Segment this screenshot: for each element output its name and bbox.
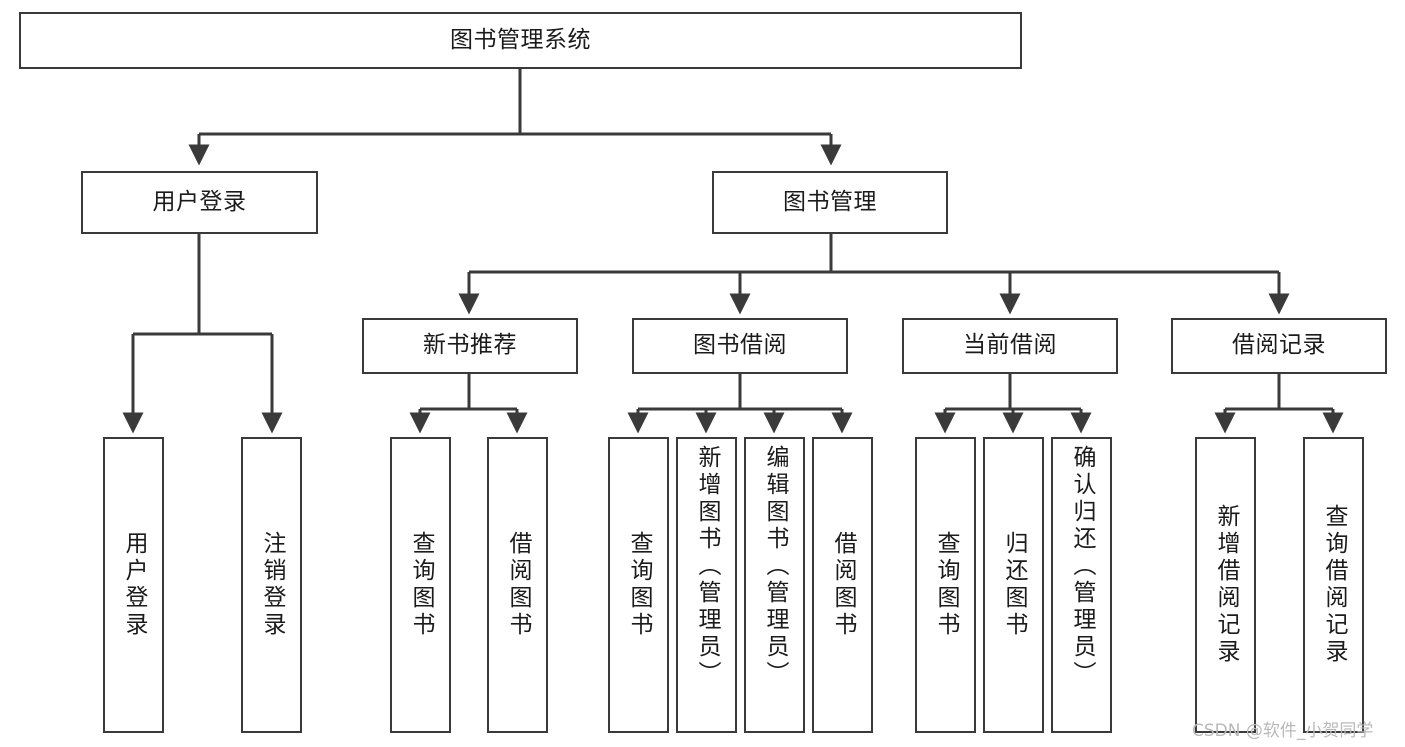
leaf-user-login[interactable]: 用户登录	[103, 437, 164, 733]
leaf-logout[interactable]: 注销登录	[241, 437, 302, 733]
node-new-book-recommend[interactable]: 新书推荐	[362, 318, 578, 374]
node-book-borrow-label: 图书借阅	[693, 332, 787, 359]
node-root-label: 图书管理系统	[450, 26, 591, 53]
leaf-query-book-3-label: 查询图书	[933, 531, 959, 639]
leaf-user-login-label: 用户登录	[121, 531, 147, 639]
leaf-logout-label: 注销登录	[259, 531, 285, 639]
leaf-query-record-label: 查询借阅记录	[1321, 504, 1347, 666]
node-current-borrow[interactable]: 当前借阅	[902, 318, 1118, 374]
node-root[interactable]: 图书管理系统	[19, 12, 1022, 69]
leaf-add-book-label: 新增图书（管理员）	[694, 445, 720, 688]
node-user-login[interactable]: 用户登录	[81, 171, 318, 234]
leaf-query-record[interactable]: 查询借阅记录	[1303, 437, 1364, 733]
leaf-borrow-book-2[interactable]: 借阅图书	[812, 437, 873, 733]
leaf-return-book-label: 归还图书	[1001, 531, 1027, 639]
node-borrow-record[interactable]: 借阅记录	[1171, 318, 1387, 374]
leaf-add-record-label: 新增借阅记录	[1213, 504, 1239, 666]
leaf-borrow-book-1-label: 借阅图书	[505, 531, 531, 639]
leaf-query-book-1[interactable]: 查询图书	[390, 437, 451, 733]
leaf-add-record[interactable]: 新增借阅记录	[1195, 437, 1256, 733]
node-borrow-record-label: 借阅记录	[1232, 332, 1326, 359]
leaf-query-book-3[interactable]: 查询图书	[915, 437, 976, 733]
node-book-management[interactable]: 图书管理	[712, 171, 948, 234]
leaf-confirm-return[interactable]: 确认归还（管理员）	[1051, 437, 1112, 733]
node-user-login-label: 用户登录	[152, 188, 247, 215]
leaf-edit-book[interactable]: 编辑图书（管理员）	[744, 437, 805, 733]
leaf-query-book-2-label: 查询图书	[626, 531, 652, 639]
csdn-watermark: CSDN @软件_小贺同学	[1192, 721, 1374, 741]
leaf-borrow-book-2-label: 借阅图书	[830, 531, 856, 639]
leaf-edit-book-label: 编辑图书（管理员）	[762, 445, 788, 688]
node-book-management-label: 图书管理	[783, 188, 877, 215]
leaf-confirm-return-label: 确认归还（管理员）	[1069, 445, 1095, 688]
leaf-query-book-1-label: 查询图书	[408, 531, 434, 639]
node-current-borrow-label: 当前借阅	[963, 332, 1057, 359]
leaf-add-book[interactable]: 新增图书（管理员）	[676, 437, 737, 733]
leaf-return-book[interactable]: 归还图书	[983, 437, 1044, 733]
node-new-book-recommend-label: 新书推荐	[423, 332, 517, 359]
leaf-borrow-book-1[interactable]: 借阅图书	[487, 437, 548, 733]
node-book-borrow[interactable]: 图书借阅	[632, 318, 848, 374]
leaf-query-book-2[interactable]: 查询图书	[608, 437, 669, 733]
